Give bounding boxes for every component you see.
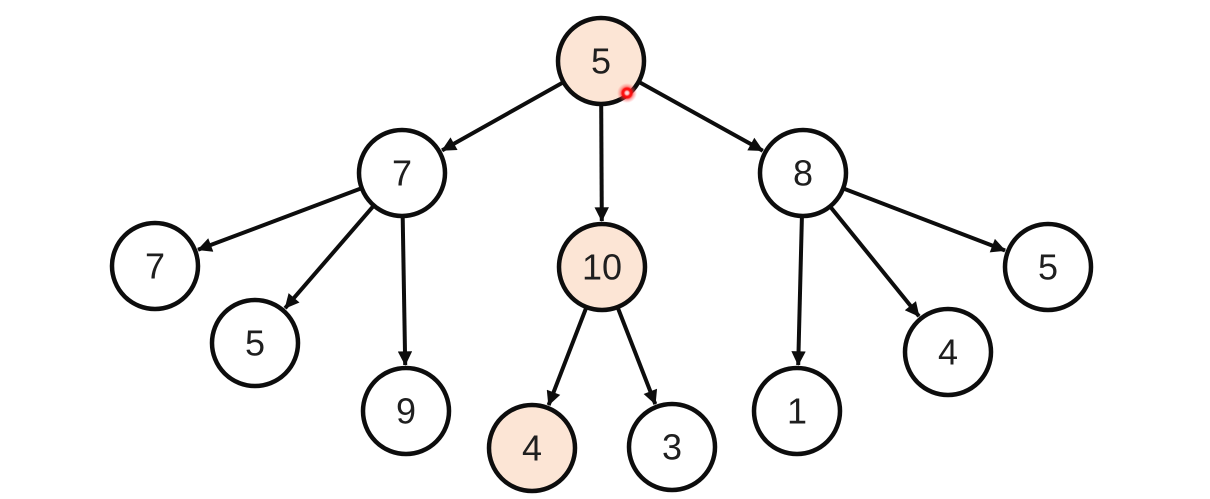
tree-node-label-n7: 7: [392, 153, 412, 194]
tree-edge-n7-leaf5a: [283, 204, 375, 310]
tree-node-leaf9: 9: [360, 365, 452, 457]
tree-node-n7: 7: [356, 127, 448, 219]
tree-node-label-n8: 8: [793, 153, 813, 194]
tree-node-circle-leaf5a: [209, 297, 301, 389]
tree-node-circle-leaf4b: [902, 306, 994, 398]
tree-node-circle-n7: [356, 127, 448, 219]
tree-node-circle-leaf4a: [486, 402, 578, 494]
tree-node-leaf5a: 5: [209, 297, 301, 389]
tree-edge-root-n8: [638, 80, 764, 153]
tree-node-circle-root: [555, 15, 647, 107]
tree-node-leaf5b: 5: [1002, 221, 1094, 313]
tree-edge-n8-leaf4b: [829, 205, 921, 318]
tree-node-leaf4a: 4: [486, 402, 578, 494]
tree-node-label-leaf4b: 4: [938, 332, 958, 373]
tree-node-label-leaf3: 3: [662, 427, 682, 468]
tree-node-label-leaf5a: 5: [245, 323, 265, 364]
tree-edges-layer: [197, 80, 1006, 406]
tree-node-circle-leaf9: [360, 365, 452, 457]
tree-node-circle-leaf5b: [1002, 221, 1094, 313]
tree-node-circle-leaf7: [109, 220, 201, 312]
tree-edge-n7-leaf9: [397, 216, 413, 366]
tree-node-label-leaf1: 1: [787, 391, 807, 432]
tree-edge-n10-leaf4a: [546, 307, 588, 406]
tree-edge-root-n7: [441, 80, 564, 153]
tree-nodes-layer: 5 7 8 10 7 5 9 4 3 1 4 5: [109, 15, 1094, 494]
tree-edge-root-n10: [594, 104, 609, 222]
tree-node-label-n10: 10: [582, 247, 622, 288]
tree-edge-n7-leaf7: [197, 186, 362, 252]
laser-pointer-layer: [617, 83, 637, 103]
tree-node-leaf3: 3: [626, 401, 718, 493]
tree-node-label-leaf7: 7: [145, 246, 165, 287]
tree-edge-n8-leaf5b: [843, 186, 1006, 253]
tree-node-leaf1: 1: [751, 365, 843, 457]
tree-node-root: 5: [555, 15, 647, 107]
tree-node-label-leaf5b: 5: [1038, 247, 1058, 288]
tree-node-circle-n8: [757, 127, 849, 219]
tree-node-circle-leaf1: [751, 365, 843, 457]
tree-node-n8: 8: [757, 127, 849, 219]
tree-node-circle-leaf3: [626, 401, 718, 493]
tree-node-leaf7: 7: [109, 220, 201, 312]
tree-node-circle-n10: [556, 221, 648, 313]
tree-node-label-leaf9: 9: [396, 391, 416, 432]
laser-pointer-dot: [617, 83, 637, 103]
tree-node-label-leaf4a: 4: [522, 428, 542, 469]
tree-edge-n8-leaf1: [791, 216, 806, 366]
tree-node-n10: 10: [556, 221, 648, 313]
tree-node-label-root: 5: [591, 41, 611, 82]
tree-edge-n10-leaf3: [616, 307, 658, 405]
tree-node-leaf4b: 4: [902, 306, 994, 398]
